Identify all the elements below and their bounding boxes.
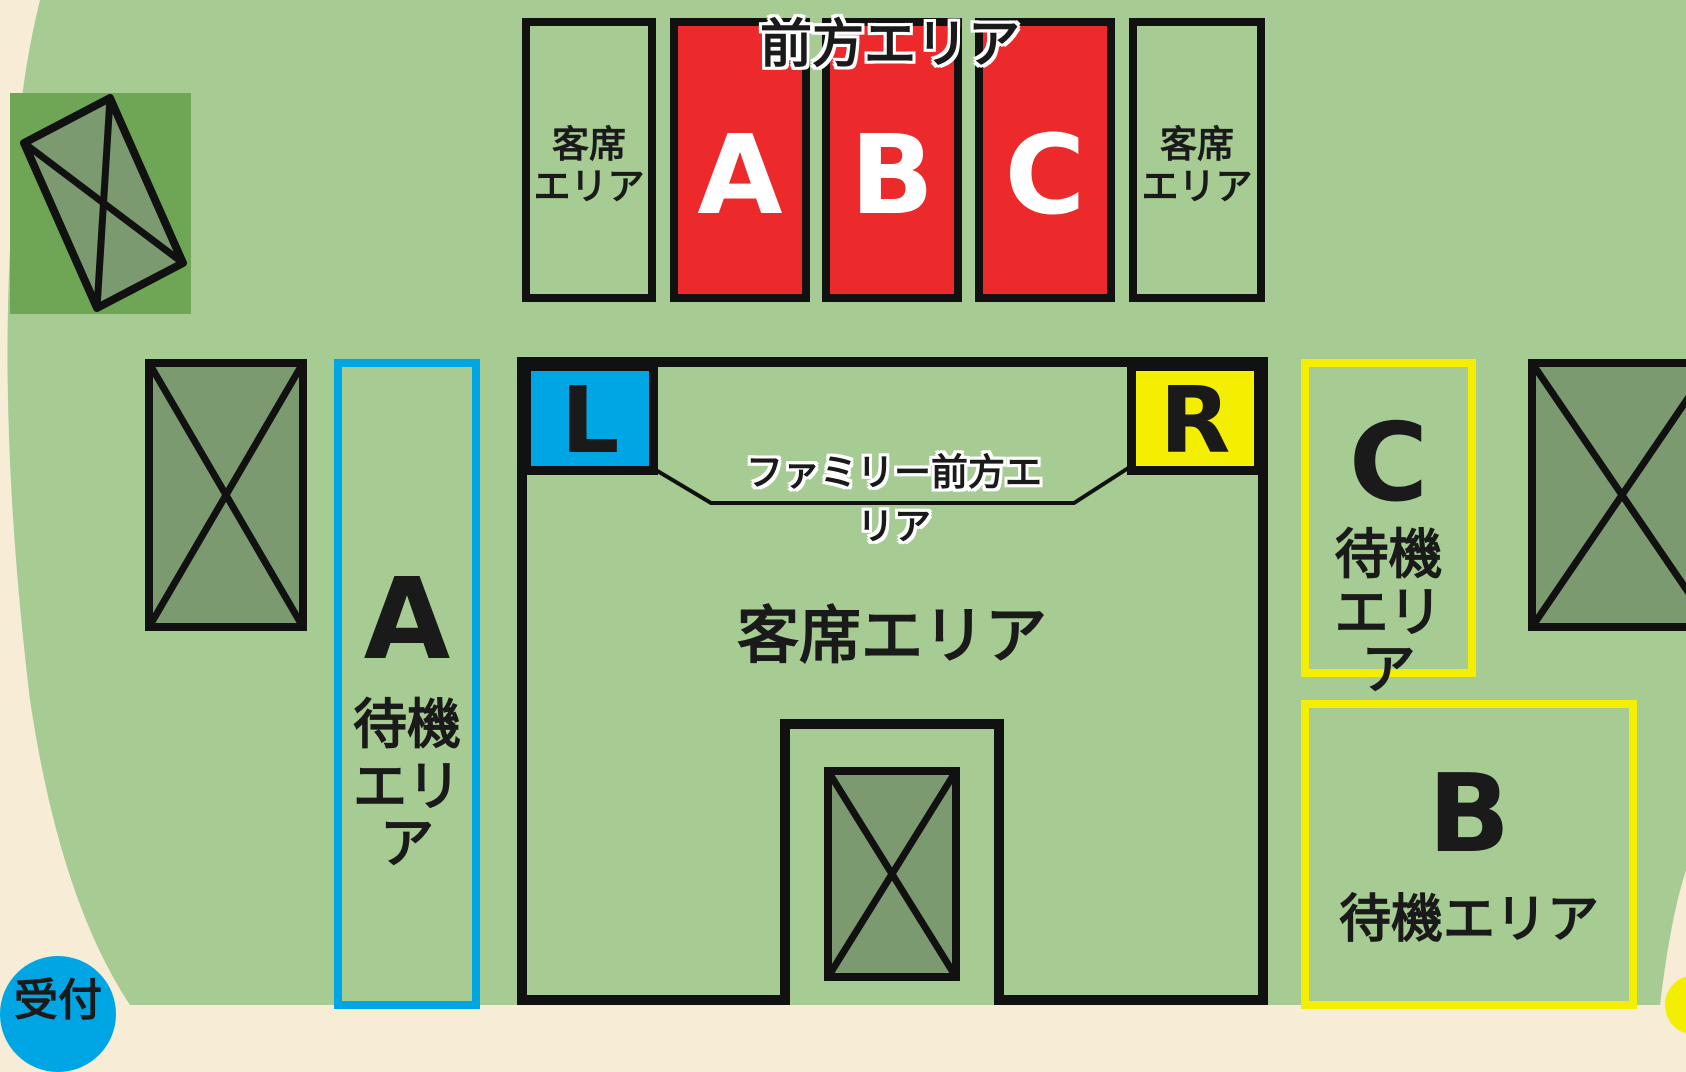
front-block-a[interactable]: A [670, 18, 810, 302]
right-corner-letter: R [1159, 367, 1231, 474]
seat-label-line2: エリア [1141, 165, 1253, 208]
front-area-title: 前方エリア [760, 15, 1021, 75]
left-crossed-structure [145, 359, 307, 631]
reception-label: 受付 [14, 975, 102, 1026]
front-block-b[interactable]: B [822, 18, 962, 302]
seat-label-line1: 客席 [552, 123, 626, 166]
wait-area-b-letter: B [1427, 752, 1511, 877]
wait-area-c[interactable]: C 待機 エリア [1301, 359, 1476, 698]
front-side-seat-right[interactable]: 客席 エリア [1129, 18, 1265, 302]
seat-label-line1: 客席 [1160, 123, 1234, 166]
seat-label-line2: エリア [533, 165, 645, 208]
front-block-b-letter: B [850, 111, 934, 239]
main-seat-label: 客席エリア [736, 599, 1047, 672]
crossed-box-icon [1528, 359, 1686, 631]
wait-area-c-letter: C [1348, 401, 1429, 526]
wait-area-a-line2: エリア [353, 755, 461, 875]
wait-area-a-letter: A [363, 555, 451, 685]
wait-area-b-label: 待機エリア [1338, 890, 1599, 950]
front-side-seat-left[interactable]: 客席 エリア [522, 18, 656, 302]
wait-area-a-line1: 待機 [353, 693, 461, 756]
crossed-box-icon [20, 94, 187, 312]
wait-area-a[interactable]: A 待機 エリア [334, 359, 480, 1009]
wait-area-b[interactable]: B 待機エリア [1301, 700, 1637, 1009]
front-block-c-letter: C [1004, 111, 1086, 239]
left-corner-letter: L [560, 367, 620, 474]
reception-marker[interactable]: 受付 [0, 956, 116, 1072]
wait-area-c-line1: 待機 [1334, 523, 1443, 586]
family-front-right-block[interactable]: R [1127, 362, 1263, 475]
front-block-c[interactable]: C [975, 18, 1115, 302]
family-front-left-block[interactable]: L [522, 362, 658, 475]
crossed-box-icon [145, 359, 307, 631]
crossed-box-icon [824, 767, 960, 981]
top-left-structure [10, 93, 191, 314]
family-front-label: ファミリー前方エリア [746, 451, 1042, 548]
main-seat-area[interactable] [0, 0, 1686, 1005]
wait-area-c-line2: エリア [1334, 581, 1443, 701]
center-crossed-structure [824, 767, 960, 981]
right-crossed-structure [1528, 359, 1686, 631]
front-block-a-letter: A [697, 111, 783, 239]
